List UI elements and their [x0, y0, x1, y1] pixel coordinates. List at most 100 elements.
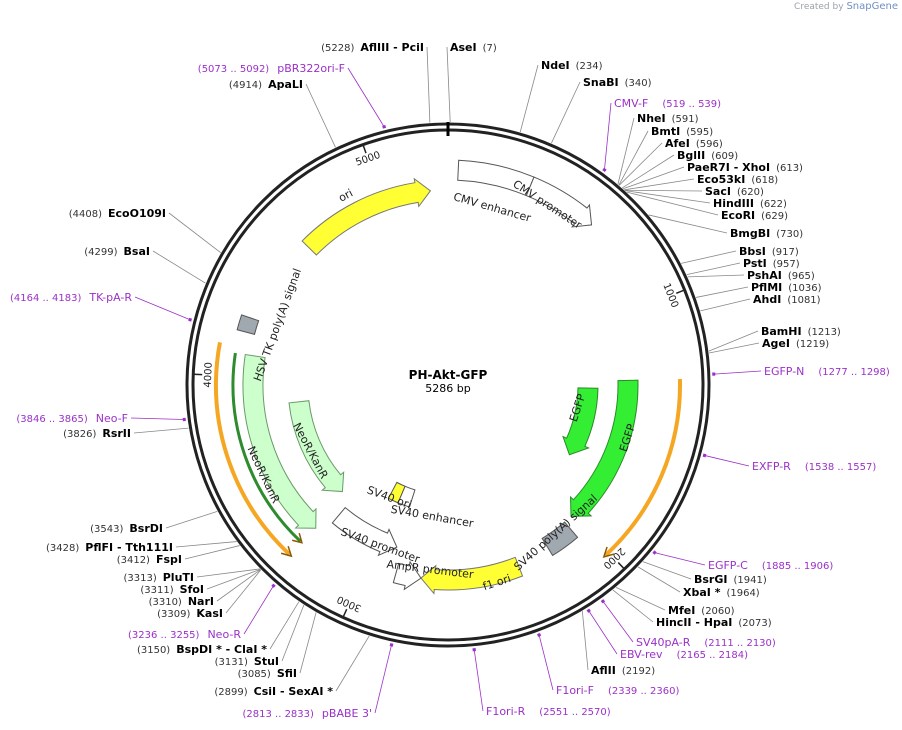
site-label: BglII(609)	[677, 149, 738, 162]
site-label: (3412)FspI	[117, 553, 182, 566]
site-name: BbsI	[739, 245, 766, 258]
site-name: PluTI	[163, 571, 194, 584]
site-leader-line	[626, 191, 719, 216]
site-name: StuI	[254, 655, 279, 668]
feature-label: HSV TK poly(A) signal	[251, 267, 304, 383]
orf-bar-egfp	[604, 379, 682, 557]
site-name: ApaLI	[268, 78, 303, 91]
site-leader-line	[196, 568, 261, 578]
site-position: (4408)	[69, 209, 102, 220]
site-label: (3313)PluTI	[123, 571, 194, 584]
snapgene-credit: Created by SnapGene	[794, 1, 898, 12]
site-position: (622)	[760, 199, 787, 210]
ruler-tick-label: 3000	[336, 593, 364, 614]
site-position: (618)	[751, 175, 778, 186]
site-leader-line	[615, 586, 666, 611]
site-name: HindIII	[713, 197, 754, 210]
credit-prefix: Created by	[794, 2, 844, 12]
site-leader-line	[700, 298, 751, 312]
site-leader-line	[165, 510, 218, 529]
primer-mark	[652, 550, 657, 555]
site-name: XbaI *	[683, 586, 721, 599]
ampr-promoter-arrow	[392, 560, 422, 591]
primer-name: Neo-F	[96, 412, 128, 425]
primer-leader-line	[473, 649, 484, 712]
leader-lines	[130, 46, 762, 714]
primer-range: (1885 .. 1906)	[762, 561, 834, 572]
site-position: (234)	[576, 61, 603, 72]
site-position: (965)	[788, 271, 815, 282]
site-label: EcoRI(629)	[721, 209, 788, 222]
site-position: (957)	[773, 259, 800, 270]
site-label: (3543)BsrDI	[90, 522, 163, 535]
site-name: AseI	[450, 41, 477, 54]
site-position: (3085)	[238, 669, 271, 680]
feature-label: SV40 poly(A) signal	[511, 492, 600, 574]
site-leader-line	[335, 635, 370, 692]
site-leader-line	[305, 83, 336, 148]
primer-name: F1ori-F	[556, 684, 594, 697]
site-label: BamHI(1213)	[761, 325, 841, 338]
site-position: (1964)	[726, 588, 759, 599]
primer-name: CMV-F	[614, 97, 648, 110]
site-leader-line	[281, 604, 305, 662]
primer-label: EGFP-N(1277 .. 1298)	[764, 365, 890, 378]
site-leader-line	[152, 250, 206, 284]
site-label: (3428)PflFI - Tth111I	[46, 541, 173, 554]
site-position: (3428)	[46, 543, 79, 554]
site-position: (1213)	[808, 327, 841, 338]
primer-name: Neo-R	[207, 628, 241, 641]
sv40-ori-box	[387, 481, 406, 504]
site-label: SacI(620)	[705, 185, 764, 198]
site-position: (2192)	[622, 666, 655, 677]
site-name: BspDI * - ClaI *	[176, 643, 267, 656]
primer-label: SV40pA-R(2111 .. 2130)	[636, 636, 776, 649]
primer-leader-line	[602, 600, 634, 643]
site-leader-line	[184, 545, 240, 560]
site-name: AflII	[591, 664, 616, 677]
site-name: NheI	[637, 112, 666, 125]
ruler-tick	[342, 608, 348, 618]
site-name: CsiI - SexAI *	[254, 685, 334, 698]
primer-mark	[586, 608, 591, 613]
primer-mark	[600, 599, 606, 604]
site-leader-line	[175, 541, 237, 548]
site-name: SfoI	[180, 583, 204, 596]
site-name: KasI	[196, 607, 223, 620]
site-position: (1036)	[788, 283, 821, 294]
orf-bar-neo	[214, 341, 292, 557]
plasmid-name: PH-Akt-GFP	[409, 368, 488, 382]
primer-range: (519 .. 539)	[662, 99, 721, 110]
site-position: (2073)	[738, 618, 771, 629]
site-position: (3310)	[149, 597, 182, 608]
site-label: NheI(591)	[637, 112, 699, 125]
site-label: HindIII (622)	[713, 197, 787, 210]
site-position: (3131)	[215, 657, 248, 668]
site-leader-line	[618, 130, 649, 186]
primer-label: F1ori-R(2551 .. 2570)	[486, 705, 611, 718]
site-label: (3085)SfiI	[238, 667, 297, 680]
site-leader-line	[618, 142, 663, 186]
primer-name: EBV-rev	[620, 648, 663, 661]
orf-bar-neo-arrowhead	[280, 545, 293, 558]
sv40-promoter-arrow	[331, 506, 398, 557]
site-label: HincII - HpaI(2073)	[656, 616, 772, 629]
site-leader-line	[622, 166, 685, 190]
primer-leader-line	[374, 644, 392, 714]
snapgene-logo-text: SnapGene	[846, 1, 898, 12]
site-position: (3543)	[90, 524, 123, 535]
site-leader-line	[642, 561, 692, 580]
site-label: (5228)AflIII - PciI	[321, 41, 424, 54]
primer-range: (3846 .. 3865)	[16, 414, 88, 425]
site-leader-line	[612, 589, 654, 623]
primer-range: (2111 .. 2130)	[704, 638, 776, 649]
primer-name: EGFP-C	[708, 559, 748, 572]
site-label: BmgBI(730)	[730, 227, 803, 240]
site-leader-line	[216, 569, 261, 602]
primer-label: (3236 .. 3255)Neo-R	[128, 628, 241, 641]
primer-mark	[188, 317, 192, 322]
primer-leader-line	[713, 370, 762, 375]
site-name: RsrII	[102, 427, 131, 440]
site-label: XbaI * (1964)	[683, 586, 760, 599]
